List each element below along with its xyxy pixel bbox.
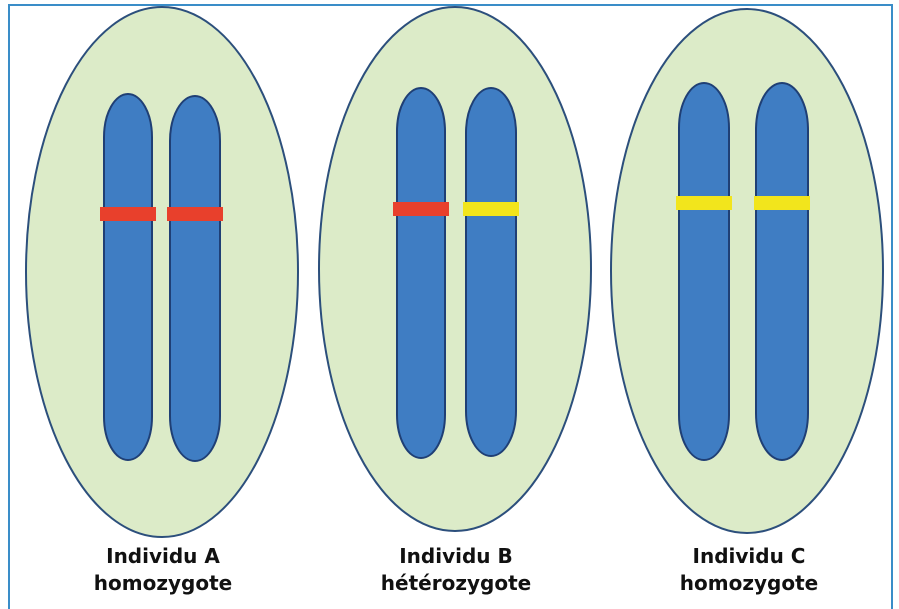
cell-individu-b <box>319 7 591 531</box>
caption-individu-c: Individu C homozygote <box>639 543 859 597</box>
cell-membrane <box>26 7 298 537</box>
allele-band-yellow <box>676 196 732 210</box>
individual-genotype: hétérozygote <box>346 570 566 597</box>
allele-band-red <box>167 207 223 221</box>
chromosome <box>466 88 516 456</box>
individual-name: Individu A <box>53 543 273 570</box>
individual-name: Individu B <box>346 543 566 570</box>
chromosome <box>397 88 445 458</box>
individual-name: Individu C <box>639 543 859 570</box>
allele-band-red <box>393 202 449 216</box>
caption-individu-a: Individu A homozygote <box>53 543 273 597</box>
chromosome <box>679 83 729 460</box>
individual-genotype: homozygote <box>53 570 273 597</box>
cell-individu-a <box>26 7 298 537</box>
caption-individu-b: Individu B hétérozygote <box>346 543 566 597</box>
allele-band-yellow <box>463 202 519 216</box>
allele-band-yellow <box>754 196 810 210</box>
cell-membrane <box>319 7 591 531</box>
chromosome <box>756 83 808 460</box>
chromosome <box>104 94 152 460</box>
cell-membrane <box>611 9 883 533</box>
chromosome <box>170 96 220 461</box>
individual-genotype: homozygote <box>639 570 859 597</box>
allele-band-red <box>100 207 156 221</box>
cell-individu-c <box>611 9 883 533</box>
cells-layer <box>26 7 883 537</box>
